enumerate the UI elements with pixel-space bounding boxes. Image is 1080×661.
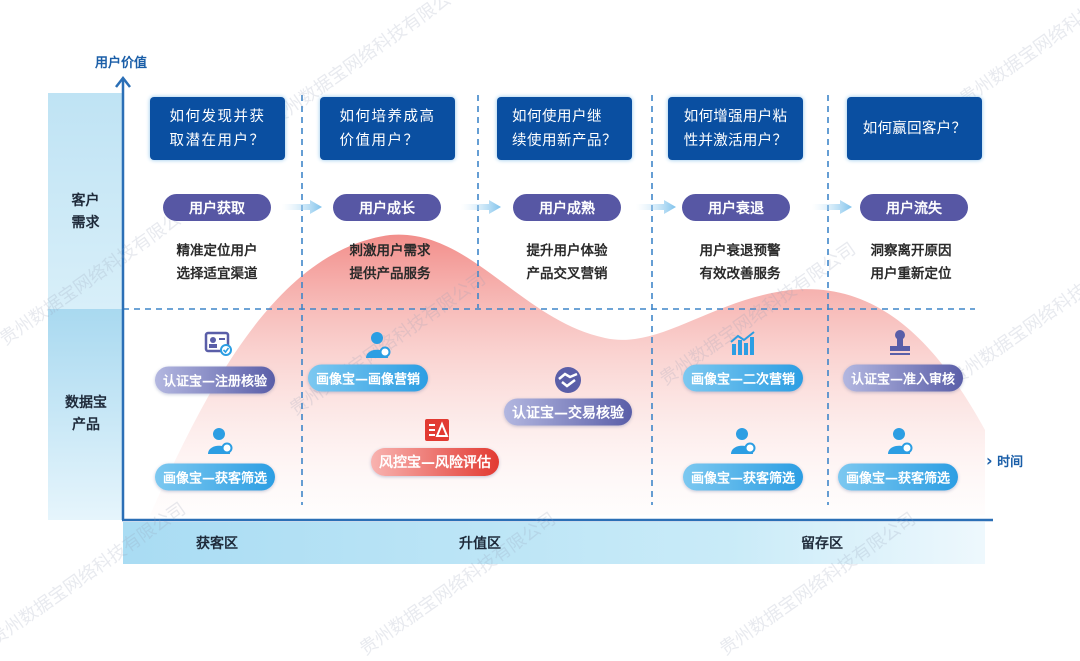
stage-pill: 用户成长 bbox=[333, 194, 441, 221]
flow-arrow-icon bbox=[812, 200, 852, 214]
risk-warning-icon bbox=[425, 419, 449, 441]
row-band-customer-needs bbox=[48, 93, 123, 309]
stage-pill: 用户成熟 bbox=[513, 194, 621, 221]
bar-chart-icon bbox=[730, 331, 755, 355]
stage-description: 提升用户体验产品交叉营销 bbox=[526, 243, 608, 282]
stage-description: 刺激用户需求提供产品服务 bbox=[349, 243, 431, 282]
zone-retention: 留存区 bbox=[801, 536, 843, 552]
question-box: 如何发现并获取潜在用户？ bbox=[150, 97, 285, 160]
row-label-products: 数据宝产品 bbox=[65, 395, 107, 433]
id-card-check-icon bbox=[204, 331, 232, 356]
product-pill: 风控宝—风险评估 bbox=[371, 448, 499, 476]
question-box: 如何增强用户粘性并激活用户？ bbox=[668, 97, 803, 160]
stage-pill: 用户衰退 bbox=[682, 194, 790, 221]
product-pill: 认证宝—交易核验 bbox=[504, 398, 632, 426]
product-pill: 画像宝—二次营销 bbox=[682, 364, 804, 392]
flow-arrow-icon bbox=[636, 200, 676, 214]
diagram-lines bbox=[115, 75, 993, 522]
stamp-icon bbox=[890, 330, 910, 355]
user-profile-icon bbox=[366, 332, 391, 358]
user-profile-icon bbox=[208, 428, 233, 454]
product-pill: 画像宝—获客筛选 bbox=[682, 463, 804, 491]
stage-pill: 用户流失 bbox=[860, 194, 968, 221]
x-axis-title-text: 时间 bbox=[997, 455, 1024, 470]
row-label-customer-needs: 客户需求 bbox=[71, 193, 100, 231]
stage-description: 用户衰退预警有效改善服务 bbox=[699, 243, 781, 282]
stage-description: 精准定位用户选择适宜渠道 bbox=[176, 243, 258, 282]
product-pill: 画像宝—画像营销 bbox=[307, 364, 429, 392]
flow-arrow-icon bbox=[461, 200, 501, 214]
zone-band bbox=[123, 522, 985, 564]
user-profile-icon bbox=[888, 428, 913, 454]
x-axis-title: › 时间 bbox=[986, 451, 1023, 470]
question-box: 如何赢回客户？ bbox=[847, 97, 982, 160]
question-box: 如何培养成高价值用户？ bbox=[320, 97, 455, 160]
y-axis-arrow bbox=[115, 75, 131, 88]
user-profile-icon bbox=[731, 428, 756, 454]
handshake-icon bbox=[555, 367, 581, 393]
row-band-products bbox=[48, 309, 123, 520]
stage-pill: 用户获取 bbox=[163, 194, 271, 221]
flow-arrow-icon bbox=[282, 200, 322, 214]
chevron-right-icon: › bbox=[986, 451, 993, 470]
product-pill: 认证宝—注册核验 bbox=[154, 366, 276, 394]
zone-acquisition: 获客区 bbox=[196, 536, 238, 552]
y-axis-title: 用户价值 bbox=[95, 56, 148, 71]
product-pill: 认证宝—准入审核 bbox=[842, 364, 964, 392]
stage-description: 洞察离开原因用户重新定位 bbox=[870, 243, 952, 282]
zone-value-up: 升值区 bbox=[459, 536, 501, 552]
question-box: 如何使用户继续使用新产品？ bbox=[497, 97, 632, 160]
product-pill: 画像宝—获客筛选 bbox=[837, 463, 959, 491]
product-pill: 画像宝—获客筛选 bbox=[154, 463, 276, 491]
